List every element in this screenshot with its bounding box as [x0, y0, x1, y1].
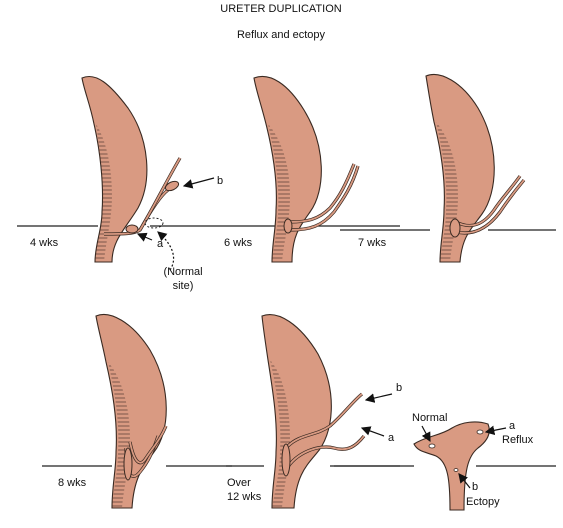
bladder-hatching	[95, 124, 112, 262]
stage-over-12-weeks: b a Over 12 wks	[226, 314, 402, 509]
ectopic-orifice	[453, 468, 459, 472]
figure-subtitle: Reflux and ectopy	[237, 29, 326, 41]
stage-label: 4 wks	[30, 237, 59, 249]
figure-title: URETER DUPLICATION	[220, 3, 341, 15]
stage-6-weeks: 6 wks	[224, 76, 400, 263]
normal-orifice	[428, 443, 436, 449]
orifices	[123, 447, 133, 481]
bud-a	[125, 224, 139, 234]
arrow-ectopy	[458, 473, 471, 489]
arrow-b	[182, 177, 215, 189]
arrow-normal	[421, 425, 431, 443]
stage-7-weeks: 7 wks	[340, 74, 556, 263]
arrow-b	[364, 393, 393, 403]
bladder-wall	[81, 76, 148, 263]
bud-b	[164, 180, 180, 192]
label-ectopy: Ectopy	[466, 496, 500, 508]
bladder-wall	[425, 74, 495, 263]
stage-label: 8 wks	[58, 477, 87, 489]
label-a: a	[157, 238, 164, 250]
stage-4-weeks: b a (Normal site) 4 wks	[17, 76, 228, 292]
label-b: b	[472, 481, 478, 493]
label-a: a	[509, 420, 516, 432]
stage-label-line1: Over	[227, 477, 251, 489]
normal-site-marker	[144, 217, 164, 229]
arrow-reflux	[484, 425, 507, 436]
label-b: b	[217, 175, 223, 187]
label-a: a	[388, 432, 395, 444]
reflux-orifice	[476, 429, 484, 435]
bladder-wall	[95, 314, 167, 509]
orifices	[281, 443, 291, 477]
orifices	[449, 218, 461, 238]
normal-site-label-1: (Normal	[163, 266, 202, 278]
normal-site-label-2: site)	[173, 280, 194, 292]
arrow-a	[360, 426, 385, 437]
stage-label: 7 wks	[358, 237, 387, 249]
label-normal: Normal	[412, 412, 447, 424]
arrow-a	[136, 232, 153, 242]
stage-8-weeks: 8 wks	[42, 314, 232, 509]
trigone-inset: Normal a Reflux b Ectopy	[330, 412, 556, 511]
bladder-wall	[261, 314, 332, 509]
stage-label: 6 wks	[224, 237, 253, 249]
label-reflux: Reflux	[502, 434, 534, 446]
stage-label-line2: 12 wks	[227, 491, 262, 503]
label-b: b	[396, 382, 402, 394]
orifices	[283, 218, 293, 234]
